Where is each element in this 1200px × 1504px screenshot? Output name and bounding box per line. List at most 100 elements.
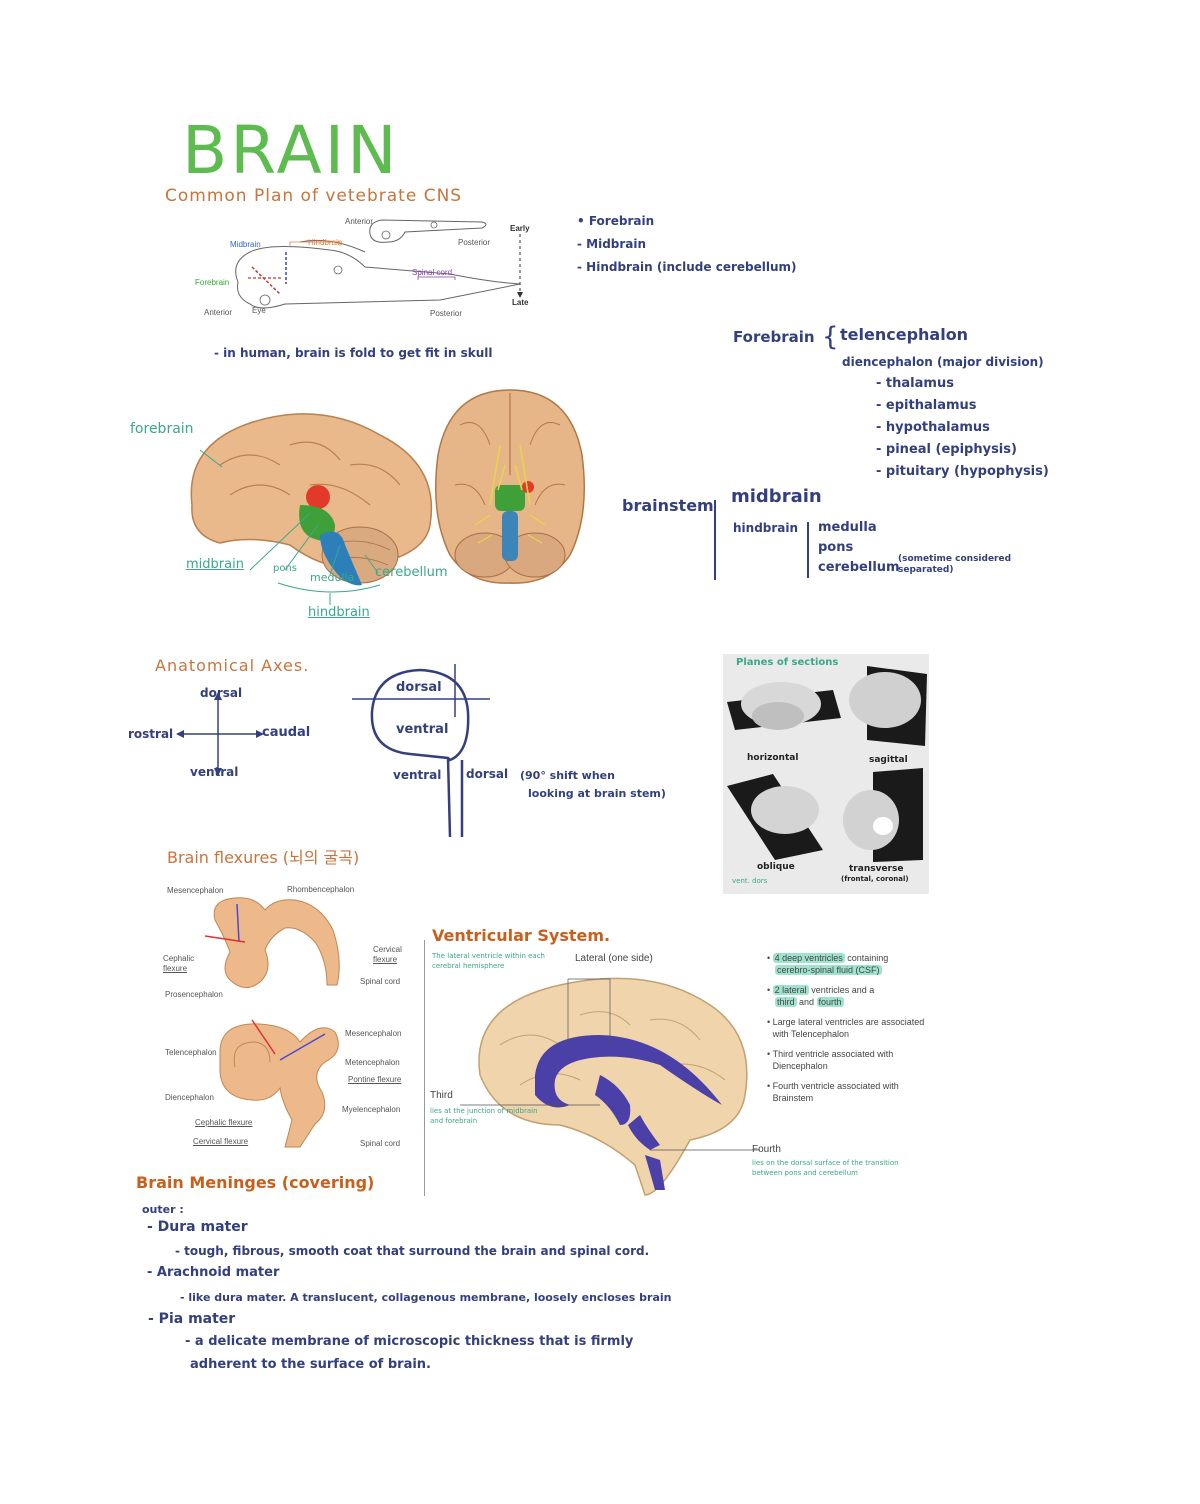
brainstem-root: brainstem — [622, 496, 714, 515]
ventricle-bullet-4: • Third ventricle associated with Dience… — [767, 1048, 937, 1072]
part-pons: pons — [273, 563, 298, 574]
label-posterior-2: Posterior — [430, 309, 463, 318]
ventricle-fourth-note: lies on the dorsal surface of the transi… — [752, 1159, 899, 1177]
meninges-arachnoid-desc: - like dura mater. A translucent, collag… — [180, 1291, 672, 1304]
flex2-metencephalon: Metencephalon — [345, 1058, 400, 1067]
division-forebrain: • Forebrain — [577, 214, 655, 228]
brain-sagittal-figure: forebrain midbrain pons medulla cerebell… — [130, 405, 460, 630]
plane-oblique: oblique — [757, 862, 795, 872]
plane-sagittal: sagittal — [869, 755, 908, 765]
label-late: Late — [512, 298, 529, 307]
item-pons: pons — [818, 540, 854, 555]
part-forebrain: forebrain — [130, 421, 194, 437]
human-fold-note: - in human, brain is fold to get fit in … — [214, 346, 493, 360]
label-midbrain: Midbrain — [230, 240, 261, 249]
plane-transverse-sub: (frontal, coronal) — [841, 875, 909, 883]
part-medulla: medulla — [310, 571, 355, 584]
hindbrain-items: medulla pons cerebellum — [818, 518, 900, 578]
hl-csf: cerebro-spinal fluid (CSF) — [775, 965, 882, 975]
ventricle-bullet-1: • 4 deep ventricles containing cerebro-s… — [767, 953, 889, 975]
flex2-pontine: Pontine flexure — [348, 1075, 402, 1084]
part-hindbrain: hindbrain — [308, 605, 370, 620]
ventricle-figure — [460, 965, 760, 1197]
division-hindbrain: - Hindbrain (include cerebellum) — [577, 260, 797, 274]
page-title: BRAIN — [182, 112, 400, 189]
flexures-heading: Brain flexures (뇌의 굴곡) — [167, 848, 360, 867]
planes-corner-note: vent. dors — [732, 877, 768, 885]
axis-caudal: caudal — [262, 725, 311, 740]
hindbrain-bracket — [807, 522, 809, 578]
common-plan-heading: Common Plan of vetebrate CNS — [165, 186, 463, 206]
b2-rest: ventricles and a — [808, 985, 875, 995]
ventricle-label-fourth: Fourth — [752, 1144, 781, 1155]
brainstem-midbrain: midbrain — [731, 486, 822, 507]
item-epithalamus: - epithalamus — [876, 398, 977, 413]
telencephalon-label: telencephalon — [840, 325, 969, 344]
meninges-dura-desc: - tough, fibrous, smooth coat that surro… — [175, 1244, 650, 1258]
label-anterior: Anterior — [345, 217, 374, 226]
ventricle-illustration — [460, 977, 760, 1196]
b2-and: and — [796, 997, 817, 1007]
diencephalon-label: diencephalon (major division) — [842, 355, 1044, 369]
item-cerebellum: cerebellum — [818, 560, 900, 575]
axis-ventral-2: ventral — [396, 722, 449, 737]
label-posterior: Posterior — [458, 238, 491, 247]
flex1-rhombencephalon: Rhombencephalon — [287, 885, 355, 894]
label-hindbrain: Hindbrain — [308, 238, 343, 247]
brain-sagittal-illustration — [190, 413, 433, 605]
flex2-cervical: Cervical flexure — [193, 1137, 249, 1146]
axis-ventral-3: ventral — [393, 768, 442, 782]
forebrain-brace: { — [822, 322, 839, 352]
meninges-dura: - Dura mater — [147, 1219, 248, 1235]
planes-figure: Planes of sections horizontal sagittal o… — [723, 654, 929, 894]
b5-text: Fourth ventricle associated with Brainst… — [772, 1081, 899, 1103]
brainstem-axis-diagram — [352, 664, 490, 838]
meninges-pia-desc-1: - a delicate membrane of microscopic thi… — [185, 1334, 634, 1349]
cns-plan-figure: Anterior Posterior Early Late Midbrain H… — [190, 212, 540, 322]
ventricle-label-third: Third — [430, 1090, 453, 1101]
ventricle-bullet-2: • 2 lateral ventricles and a third and f… — [767, 985, 875, 1007]
flex1-flexure-2: flexure — [373, 955, 398, 964]
flex2-mesencephalon: Mesencephalon — [345, 1029, 402, 1038]
hl-fourth: fourth — [816, 997, 844, 1007]
axis-dorsal-3: dorsal — [466, 767, 509, 781]
flex1-prosencephalon: Prosencephalon — [165, 990, 223, 999]
flex2-spinal-cord: Spinal cord — [360, 1139, 401, 1148]
axis-ventral: ventral — [190, 765, 239, 779]
ventricle-bullets: • 4 deep ventricles containing cerebro-s… — [767, 952, 937, 1104]
flexure-diagram-1 — [204, 897, 340, 988]
hl-2-lateral: 2 lateral — [772, 985, 809, 995]
ventricle-bullet-3: • Large lateral ventricles are associate… — [767, 1016, 937, 1040]
axis-dorsal-2: dorsal — [396, 680, 442, 695]
item-pituitary: - pituitary (hypophysis) — [876, 464, 1049, 479]
brain-inferior-figure — [430, 385, 590, 585]
brainstem-axis-figure — [350, 662, 500, 842]
forebrain-tree-root: Forebrain — [733, 328, 815, 346]
ventricle-divider — [424, 940, 425, 1196]
flexure-diagram-2 — [219, 1019, 339, 1148]
flexure-figure-1: Mesencephalon Rhombencephalon Cephalic f… — [155, 880, 405, 1000]
diencephalon-items: - thalamus - epithalamus - hypothalamus … — [876, 373, 1049, 483]
axis-dorsal: dorsal — [200, 686, 243, 700]
meninges-outer: outer : — [142, 1203, 184, 1216]
flex1-mesencephalon: Mesencephalon — [167, 886, 224, 895]
flex2-telencephalon: Telencephalon — [165, 1048, 217, 1057]
division-midbrain: - Midbrain — [577, 237, 647, 251]
ventricle-third-note: lies at the junction of midbrain and for… — [430, 1107, 538, 1125]
meninges-arachnoid: - Arachnoid mater — [147, 1265, 280, 1280]
label-forebrain: Forebrain — [195, 278, 230, 287]
brain-division-list: • Forebrain - Midbrain - Hindbrain (incl… — [577, 210, 797, 279]
axis-rostral: rostral — [128, 727, 174, 741]
item-hypothalamus: - hypothalamus — [876, 420, 990, 435]
hl-third: third — [775, 997, 797, 1007]
item-pineal: - pineal (epiphysis) — [876, 442, 1017, 457]
b1-rest: containing — [844, 953, 889, 963]
flexure-figure-2: Telencephalon Mesencephalon Metencephalo… — [160, 1012, 405, 1152]
planes-heading: Planes of sections — [736, 657, 839, 668]
part-midbrain: midbrain — [186, 557, 244, 572]
cerebellum-note: (sometime considered separated) — [898, 554, 1012, 575]
flex2-diencephalon: Diencephalon — [165, 1093, 214, 1102]
label-anterior-2: Anterior — [204, 308, 233, 317]
flex1-cervical: Cervical — [373, 945, 402, 954]
flex2-myelencephalon: Myelencephalon — [342, 1105, 401, 1114]
